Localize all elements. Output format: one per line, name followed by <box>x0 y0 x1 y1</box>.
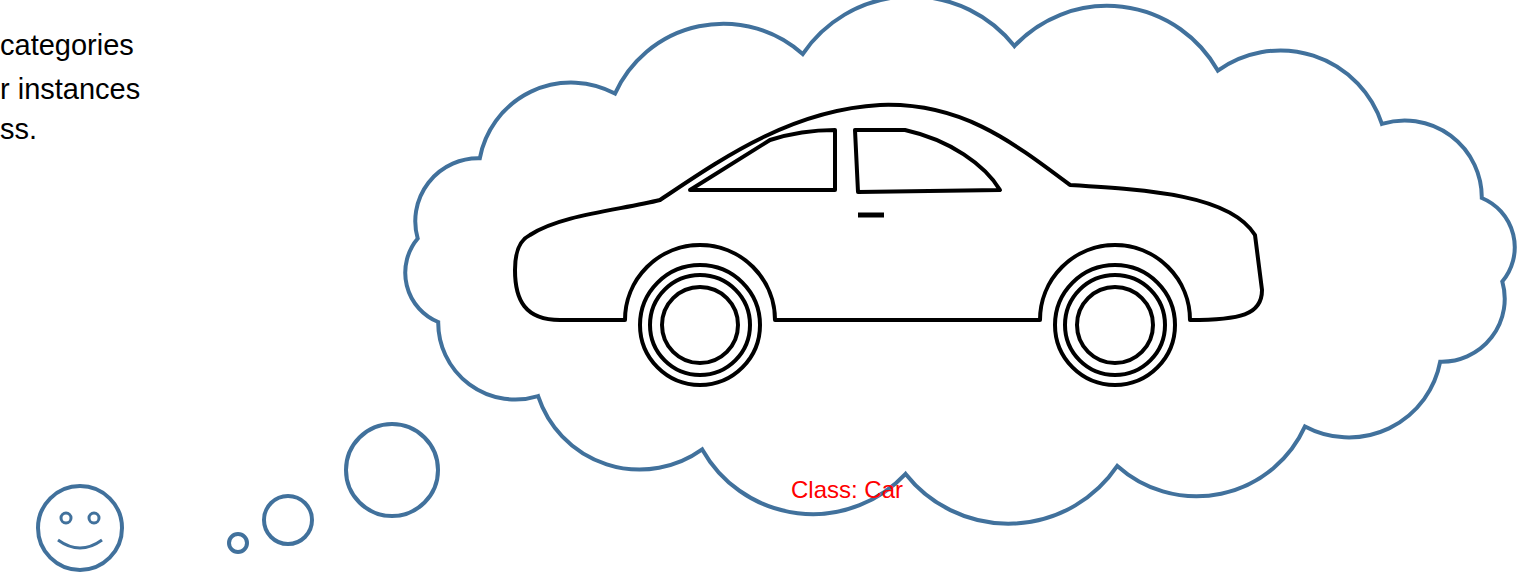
slide-text: categories <box>0 28 134 62</box>
door-handle <box>858 213 884 218</box>
car-wheel <box>1055 265 1175 385</box>
bubble-small <box>229 534 247 552</box>
cloud-outline <box>360 0 1540 520</box>
class-label: Class: Car <box>747 476 947 504</box>
car-window <box>690 130 835 190</box>
thought-cloud: Class: Car <box>360 0 1540 520</box>
car-wheel <box>640 265 760 385</box>
car-body <box>515 105 1262 320</box>
slide-text: ss. <box>0 112 37 146</box>
bubble-medium <box>264 496 312 544</box>
bubble-large <box>346 424 438 516</box>
smiley-face <box>38 486 122 570</box>
slide-text: r instances <box>0 72 140 106</box>
car-window <box>855 130 1000 192</box>
